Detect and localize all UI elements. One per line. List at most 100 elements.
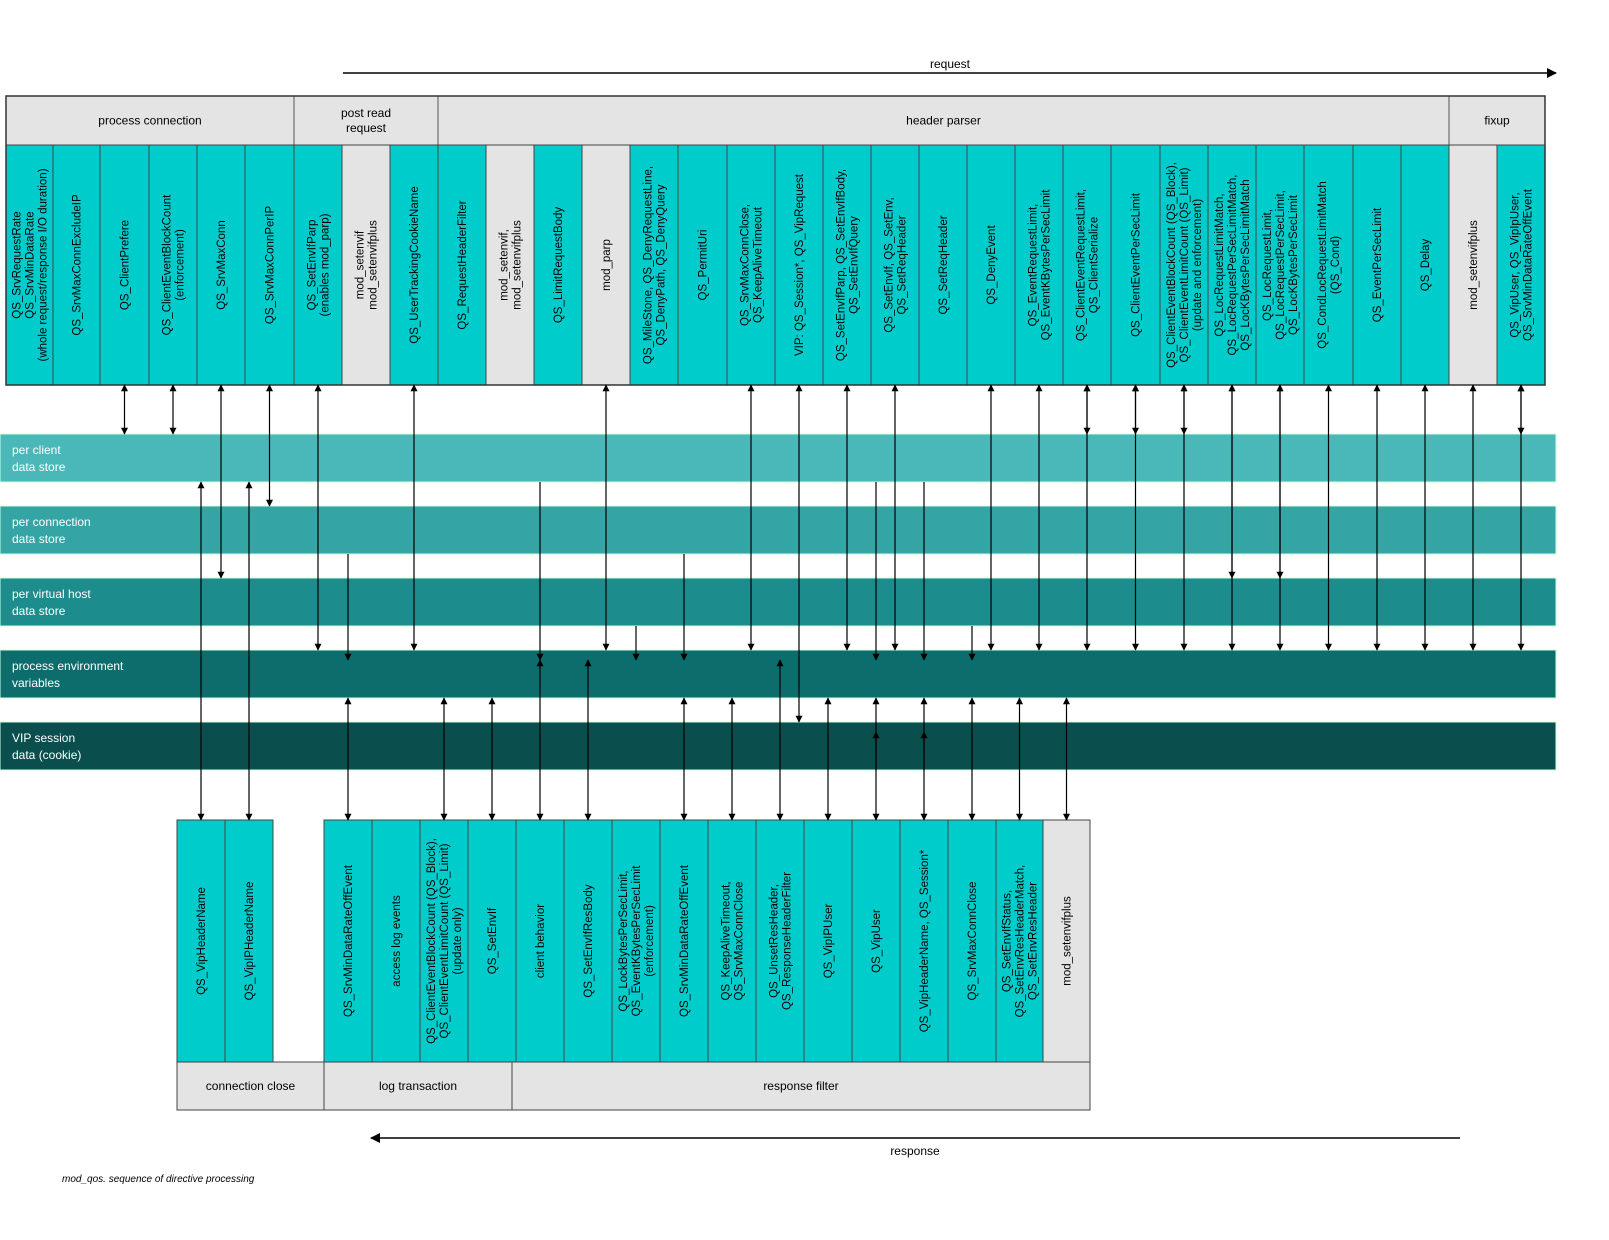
bottom-directive-1: QS_VipIPHeaderName <box>224 819 274 1063</box>
top-directive-23: QS_ClientEventPerSecLimit <box>1110 144 1161 386</box>
column-label: mod_setenvifplus <box>1468 220 1480 310</box>
bottom-directive-16: QS_SetEnvIfStatus,QS_SetEnvResHeaderMatc… <box>995 819 1044 1063</box>
column-label: QS_KeepAliveTimeout,QS_SrvMaxConnClose <box>721 881 746 1000</box>
column-label: QS_SrvMaxConnClose <box>967 882 979 1001</box>
column-label: QS_ClientEventBlockCount (QS_Block),QS_C… <box>426 838 464 1044</box>
phase-label: header parser <box>906 114 981 128</box>
column-label: QS_VipIPUser <box>823 904 835 979</box>
column-label: QS_EventPerSecLimit <box>1372 207 1384 322</box>
bottom-directive-6: client behavior <box>515 819 565 1063</box>
top-directive-3: QS_ClientEventBlockCount(enforcement) <box>148 144 198 386</box>
column-label: mod_parp <box>601 239 613 291</box>
column-label: QS_VipHeaderName, QS_Session* <box>919 849 931 1032</box>
top-directive-8: QS_UserTrackingCookieName <box>389 144 439 386</box>
column-label: QS_Delay <box>1420 239 1432 292</box>
phase-bottom-1: log transaction <box>323 1061 513 1111</box>
bottom-directive-3: access log events <box>371 819 421 1063</box>
column-label: VIP: QS_Session*, QS_VipRequest <box>794 173 806 356</box>
top-directive-20: QS_DenyEvent <box>966 144 1016 386</box>
request-label: request <box>930 57 971 71</box>
column-label: QS_MileStone, QS_DenyRequestLine,QS_Deny… <box>643 166 668 364</box>
phase-top-2: header parser <box>437 95 1450 146</box>
column-label: QS_PermitUri <box>698 230 710 301</box>
bottom-directive-5: QS_SetEnvIf <box>467 819 517 1063</box>
bottom-directive-11: QS_UnsetResHeader,QS_ResponseHeaderFilte… <box>755 819 805 1063</box>
top-directive-9: QS_RequestHeaderFilter <box>437 144 487 386</box>
top-directive-5: QS_SrvMaxConnPerIP <box>244 144 295 386</box>
bottom-directive-8: QS_LockBytesPerSecLimit,QS_EventKBytesPe… <box>611 819 661 1063</box>
top-directive-15: QS_SrvMaxConnClose,QS_KeepAliveTimeout <box>726 144 776 386</box>
figure-caption: mod_qos. sequence of directive processin… <box>62 1174 255 1185</box>
top-directive-31: QS_VipUser, QS_VipIpUser,QS_SrvMinDataRa… <box>1496 144 1546 386</box>
column-label: QS_LocRequestLimit,QS_LocRequestPerSecLi… <box>1262 190 1300 340</box>
phase-label: process connection <box>98 114 201 128</box>
top-directive-18: QS_SetEnvIf, QS_SetEnv,QS_SetReqHeader <box>870 144 920 386</box>
column-label: QS_DenyEvent <box>986 225 998 305</box>
column-label: QS_SetEnvIfStatus,QS_SetEnvResHeaderMatc… <box>1002 865 1040 1018</box>
column-label: QS_SetEnvIfParp, QS_SetEnvIfBody,QS_SetE… <box>836 169 861 361</box>
top-directive-4: QS_SrvMaxConn <box>196 144 246 386</box>
bottom-directive-2: QS_SrvMinDataRateOffEvent <box>323 819 373 1063</box>
phase-label: log transaction <box>379 1079 457 1093</box>
column-label: QS_VipHeaderName <box>196 887 208 995</box>
bottom-directive-9: QS_SrvMinDataRateOffEvent <box>659 819 709 1063</box>
column-label: QS_ClientEventBlockCount (QS_Block),QS_C… <box>1166 162 1204 368</box>
top-directive-10: mod_setenvif,mod_setenvifplus <box>485 144 535 386</box>
column-label: QS_SetReqHeader <box>938 215 950 314</box>
column-label: QS_SetEnvIfResBody <box>583 884 595 997</box>
column-label: access log events <box>391 895 403 987</box>
column-label: QS_LockBytesPerSecLimit,QS_EventKBytesPe… <box>618 865 656 1017</box>
phase-label: response filter <box>763 1079 838 1093</box>
top-directive-21: QS_EventRequestLimit,QS_EventKBytesPerSe… <box>1014 144 1064 386</box>
phase-top-3: fixup <box>1448 95 1546 146</box>
column-label: QS_EventRequestLimit,QS_EventKBytesPerSe… <box>1028 189 1053 341</box>
bottom-directive-7: QS_SetEnvIfResBody <box>563 819 613 1063</box>
bottom-directive-14: QS_VipHeaderName, QS_Session* <box>899 819 949 1063</box>
column-label: QS_ClientEventBlockCount(enforcement) <box>162 194 187 335</box>
column-label: QS_UnsetResHeader,QS_ResponseHeaderFilte… <box>769 872 794 1010</box>
phase-label: connection close <box>206 1079 296 1093</box>
column-label: QS_ClientPrefere <box>120 220 132 310</box>
top-directive-12: mod_parp <box>581 144 631 386</box>
column-label: QS_SrvRequestRateQS_SrvMinDataRate(whole… <box>12 168 50 361</box>
top-directive-2: QS_ClientPrefere <box>99 144 150 386</box>
response-label: response <box>890 1144 940 1158</box>
top-directive-28: QS_EventPerSecLimit <box>1352 144 1402 386</box>
top-directive-16: VIP: QS_Session*, QS_VipRequest <box>774 144 824 386</box>
column-label: QS_VipIPHeaderName <box>244 882 256 1001</box>
column-label: QS_SetEnvIfParp(enables mod_parp) <box>307 213 332 316</box>
top-directive-29: QS_Delay <box>1400 144 1450 386</box>
column-label: QS_CondLocRequestLimitMatch(QS_Cond) <box>1317 181 1342 348</box>
top-directive-27: QS_CondLocRequestLimitMatch(QS_Cond) <box>1303 144 1354 386</box>
column-label: QS_SrvMaxConnExcludeIP <box>72 194 84 336</box>
column-label: QS_SetEnvIf <box>487 907 499 974</box>
top-directive-7: mod_setenvifmod_setenvifplus <box>341 144 391 386</box>
top-directive-11: QS_LimitRequestBody <box>533 144 583 386</box>
column-label: QS_SrvMaxConnPerIP <box>265 206 277 325</box>
bottom-directive-15: QS_SrvMaxConnClose <box>947 819 997 1063</box>
phase-label: fixup <box>1484 114 1510 128</box>
column-label: QS_RequestHeaderFilter <box>457 200 469 329</box>
top-directive-6: QS_SetEnvIfParp(enables mod_parp) <box>293 144 343 386</box>
phase-top-0: process connection <box>5 95 295 146</box>
top-directive-19: QS_SetReqHeader <box>918 144 968 386</box>
column-label: QS_LocRequestLimitMatch,QS_LocRequestPer… <box>1214 175 1252 356</box>
column-label: QS_ClientEventRequestLimit,QS_ClientSeri… <box>1076 189 1101 341</box>
top-directive-1: QS_SrvMaxConnExcludeIP <box>52 144 101 386</box>
column-label: QS_VipUser, QS_VipIpUser,QS_SrvMinDataRa… <box>1510 188 1535 341</box>
top-directive-25: QS_LocRequestLimitMatch,QS_LocRequestPer… <box>1207 144 1257 386</box>
column-label: QS_LimitRequestBody <box>553 207 565 324</box>
top-directive-13: QS_MileStone, QS_DenyRequestLine,QS_Deny… <box>629 144 679 386</box>
column-label: QS_SrvMinDataRateOffEvent <box>679 864 691 1017</box>
top-directive-30: mod_setenvifplus <box>1448 144 1498 386</box>
column-label: QS_ClientEventPerSecLimit <box>1131 192 1143 337</box>
column-label: mod_setenvifplus <box>1062 896 1074 986</box>
